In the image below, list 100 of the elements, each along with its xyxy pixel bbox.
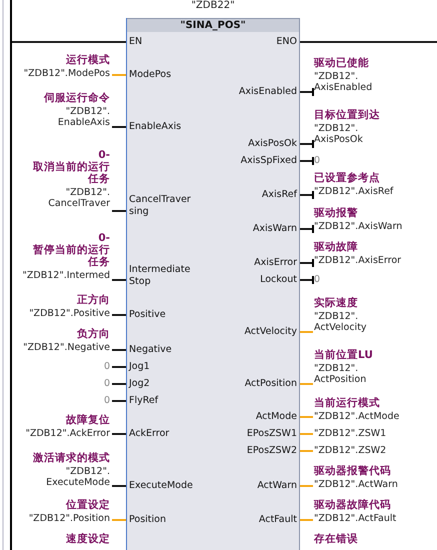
- constant-value: 0: [104, 361, 110, 372]
- comment-text: 运行模式: [65, 54, 110, 66]
- wire: [298, 258, 314, 268]
- comment-text: 目标位置到达: [314, 109, 381, 121]
- pin-label: IntermediateStop: [129, 264, 193, 288]
- wire: [112, 279, 128, 281]
- pin-label: AckError: [129, 428, 193, 440]
- operand-text: "ZDB12". AxisPosOk: [314, 123, 364, 145]
- wire: [298, 416, 313, 418]
- operand-text: "ZDB12".AckError: [26, 428, 110, 439]
- pin-label: ExecuteMode: [129, 480, 193, 492]
- pin-label: AxisSpFixed: [240, 155, 297, 167]
- wire: [112, 314, 128, 316]
- comment-text: 驱动报警: [314, 207, 359, 219]
- pin-label: CancelTraversing: [129, 194, 193, 218]
- operand-text: "ZDB12".Positive: [29, 308, 110, 319]
- pin-label: Positive: [129, 309, 193, 321]
- pin-label: ActPosition: [244, 378, 297, 390]
- operand-text: "ZDB12".Negative: [23, 342, 110, 353]
- comment-text: 当前位置LU: [314, 349, 374, 361]
- pin-label: Position: [129, 514, 193, 526]
- wire: [112, 126, 128, 128]
- operand-text: "ZDB12".ActMode: [314, 411, 400, 422]
- constant-value: 0: [104, 395, 110, 406]
- comment-text: 速度设定: [66, 533, 110, 545]
- wire: [112, 485, 128, 487]
- comment-text: 实际速度: [314, 297, 359, 309]
- pin-label: AxisEnabled: [238, 86, 297, 98]
- operand-text: "ZDB12".ZSW1: [314, 428, 386, 439]
- block-title: "SINA_POS": [127, 19, 299, 32]
- wire: [298, 383, 313, 385]
- pin-label: AxisWarn: [252, 223, 297, 235]
- comment-text: 负方向: [76, 328, 110, 340]
- pin-label: AxisError: [254, 257, 297, 269]
- wire: [298, 190, 314, 200]
- pin-label: ActWarn: [257, 480, 297, 492]
- comment-text: 驱动故障: [314, 241, 359, 253]
- pin-label: EN: [129, 36, 193, 48]
- comment-text: 正方向: [76, 294, 110, 306]
- comment-text: 当前运行模式: [314, 397, 381, 409]
- wire: [298, 331, 313, 333]
- comment-text: 激活请求的模式: [32, 452, 110, 464]
- wire: [298, 433, 313, 435]
- wire: [298, 87, 314, 97]
- operand-text: "ZDB12". ActVelocity: [314, 311, 368, 333]
- wire: [112, 433, 128, 435]
- pin-label: ModePos: [129, 69, 193, 81]
- operand-text: "ZDB12".AxisWarn: [314, 221, 402, 232]
- instance-name: "ZDB22": [190, 0, 236, 11]
- operand-text: "ZDB12".Intermed: [22, 270, 110, 281]
- pin-label: Negative: [129, 344, 193, 356]
- constant-value: 0: [314, 155, 320, 166]
- constant-value: 0: [104, 378, 110, 389]
- wire: [298, 156, 314, 166]
- comment-text: 位置设定: [64, 499, 110, 511]
- wire: [112, 519, 128, 521]
- comment-text: 已设置参考点: [314, 172, 381, 184]
- operand-text: "ZDB12".ModePos: [24, 68, 110, 79]
- operand-text: "ZDB12".ZSW2: [314, 445, 386, 456]
- comment-text: 驱动器报警代码: [314, 465, 392, 477]
- operand-text: "ZDB12".AxisRef: [314, 186, 394, 197]
- pin-label: Jog2: [129, 378, 193, 390]
- wire: [112, 383, 128, 385]
- operand-text: "ZDB12".ActWarn: [314, 479, 398, 490]
- wire: [298, 41, 437, 43]
- operand-text: "ZDB12". CancelTraver: [47, 187, 110, 209]
- pin-label: ENO: [276, 36, 297, 48]
- wire: [112, 349, 128, 351]
- pin-label: EPosZSW2: [246, 445, 297, 457]
- wire: [298, 485, 313, 487]
- pin-label: ActFault: [258, 514, 297, 526]
- comment-text: 0- 取消当前的运行任务: [32, 149, 110, 185]
- comment-text: 存在错误: [314, 533, 358, 545]
- operand-text: "ZDB12". ActPosition: [314, 363, 368, 385]
- operand-text: "ZDB12".Position: [28, 513, 110, 524]
- pin-label: ActMode: [256, 411, 297, 423]
- comment-text: 驱动已使能: [314, 57, 370, 69]
- pin-label: AxisRef: [262, 189, 297, 201]
- wire: [298, 519, 313, 521]
- wire: [12, 41, 128, 43]
- comment-text: 0- 暂停当前的运行任务: [32, 232, 110, 268]
- pin-label: EnableAxis: [129, 121, 193, 133]
- pin-label: Jog1: [129, 361, 193, 373]
- constant-value: 0: [314, 274, 320, 285]
- pin-label: Lockout: [260, 274, 297, 286]
- wire: [112, 400, 128, 402]
- operand-text: "ZDB12". EnableAxis: [56, 106, 110, 128]
- pin-label: ActVelocity: [244, 326, 297, 338]
- wire: [298, 450, 313, 452]
- operand-text: "ZDB12".ActFault: [314, 513, 396, 524]
- operand-text: "ZDB12". AxisEnabled: [314, 71, 374, 93]
- wire: [298, 275, 314, 285]
- wire: [298, 224, 314, 234]
- wire: [112, 366, 128, 368]
- comment-text: 驱动器故障代码: [314, 499, 392, 511]
- wire: [112, 210, 128, 212]
- pin-label: EPosZSW1: [246, 428, 297, 440]
- comment-text: 伺服运行命令: [42, 92, 110, 104]
- wire: [298, 139, 314, 149]
- pin-label: FlyRef: [129, 395, 193, 407]
